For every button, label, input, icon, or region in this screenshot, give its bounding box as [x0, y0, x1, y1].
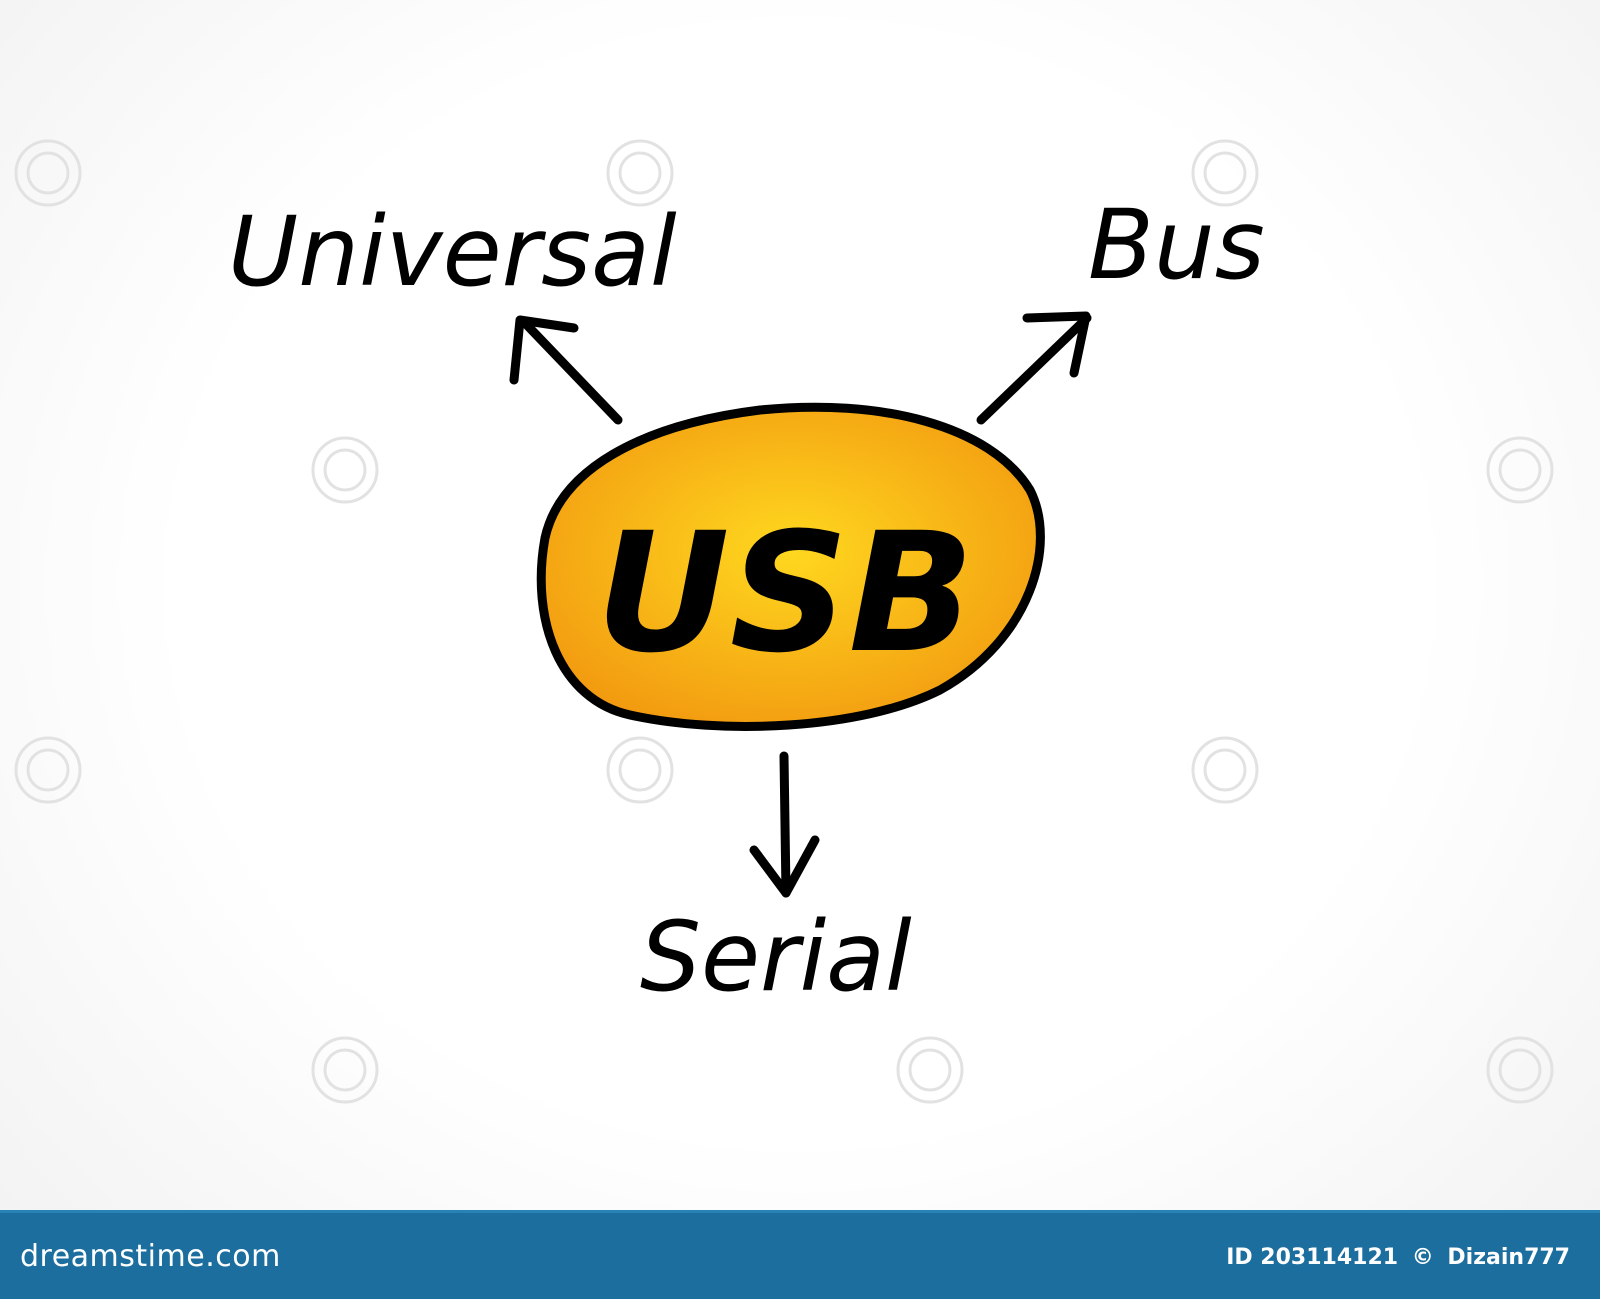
copyright-symbol: ©	[1411, 1245, 1434, 1270]
center-label: USB	[596, 497, 975, 689]
stock-footer-bar: dreamstime.com ID 203114121 © Dizain777	[0, 1210, 1600, 1299]
image-id: ID 203114121	[1226, 1245, 1399, 1270]
author-name[interactable]: Dizain777	[1447, 1245, 1570, 1270]
term-bus: Bus	[1088, 189, 1265, 301]
footer-logo[interactable]: dreamstime.com	[20, 1239, 281, 1274]
arrow-universal	[509, 315, 623, 425]
usb-acronym-diagram: USB Universal Bus Serial	[14, 139, 1554, 1104]
term-universal: Universal	[228, 196, 677, 308]
footer-credit: ID 203114121 © Dizain777	[1220, 1245, 1570, 1270]
arrow-serial	[749, 751, 820, 898]
arrow-bus	[976, 311, 1092, 425]
term-serial: Serial	[640, 901, 912, 1013]
usb-oval	[536, 402, 1045, 731]
